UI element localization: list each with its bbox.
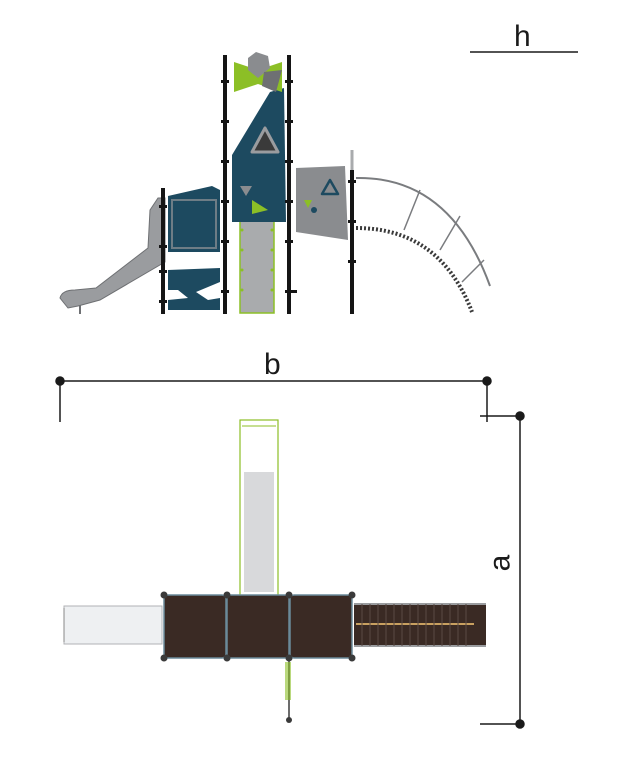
tower-posts-right — [287, 55, 354, 314]
grey-panel-right — [296, 166, 348, 240]
height-label: h — [514, 20, 531, 53]
left-slide — [59, 197, 166, 314]
center-slide — [239, 214, 275, 314]
top-plan — [55, 376, 525, 729]
length-dimension — [480, 411, 525, 729]
grey-marker-icon — [240, 186, 252, 196]
side-elevation — [59, 51, 578, 314]
bridge-slats — [361, 604, 467, 646]
top-slide-plan — [239, 419, 279, 597]
tower-panel — [232, 88, 286, 222]
width-dimension — [55, 376, 492, 422]
deck-posts — [160, 591, 356, 662]
lime-marker-icon — [252, 200, 268, 214]
deck-platforms — [163, 594, 353, 659]
bridge-plan — [354, 603, 486, 647]
post-bolts-right — [285, 80, 356, 293]
arch-bridge — [355, 176, 491, 313]
warning-triangle-icon — [250, 126, 280, 154]
teal-panel-left — [168, 186, 220, 252]
left-slide-plan — [63, 605, 163, 645]
length-label: a — [483, 554, 517, 572]
center-slide-studs — [240, 228, 274, 292]
tower-roof — [234, 52, 282, 92]
width-label: b — [264, 348, 281, 381]
bottom-ladder — [285, 658, 292, 723]
tower-posts-left — [161, 55, 227, 314]
post-bolts-left — [159, 80, 229, 303]
teal-bracket — [168, 268, 220, 310]
